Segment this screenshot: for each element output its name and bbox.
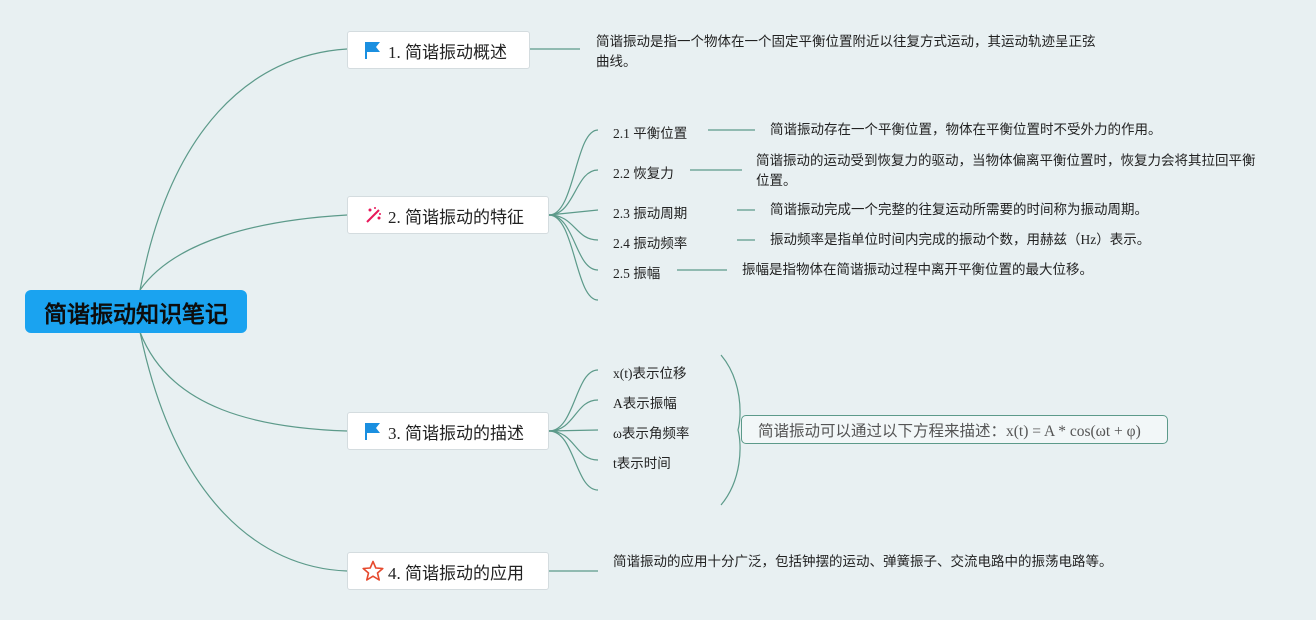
root-topic[interactable]: 简谐振动知识笔记 <box>25 290 247 333</box>
flag-icon <box>362 420 384 442</box>
subtopic-restoring-force[interactable]: 2.2 恢复力 <box>613 166 674 181</box>
subtopic-equilibrium-note: 简谐振动存在一个平衡位置，物体在平衡位置时不受外力的作用。 <box>770 122 1162 137</box>
root-topic-label: 简谐振动知识笔记 <box>44 301 228 328</box>
subtopic-amplitude-note: 振幅是指物体在简谐振动过程中离开平衡位置的最大位移。 <box>742 262 1093 277</box>
summary-formula[interactable]: 简谐振动可以通过以下方程来描述：x(t) = A * cos(ωt + φ) <box>741 415 1168 444</box>
sparkle-icon <box>362 204 384 226</box>
summary-brace <box>720 354 741 506</box>
topic-overview-note: 简谐振动是指一个物体在一个固定平衡位置附近以往复方式运动，其运动轨迹呈正弦曲线。 <box>596 34 1096 69</box>
topic-overview[interactable]: 1. 简谐振动概述 <box>347 31 530 69</box>
subtopic-angular-frequency[interactable]: ω表示角频率 <box>613 426 690 441</box>
subtopic-restoring-force-note: 简谐振动的运动受到恢复力的驱动，当物体偏离平衡位置时，恢复力会将其拉回平衡位置。 <box>756 153 1256 188</box>
subtopic-period-note: 简谐振动完成一个完整的往复运动所需要的时间称为振动周期。 <box>770 202 1148 217</box>
subtopic-period[interactable]: 2.3 振动周期 <box>613 206 688 221</box>
flag-icon <box>362 39 384 61</box>
subtopic-displacement[interactable]: x(t)表示位移 <box>613 366 687 381</box>
subtopic-amplitude-symbol[interactable]: A表示振幅 <box>613 396 677 411</box>
topic-label: 2. 简谐振动的特征 <box>388 207 524 227</box>
subtopic-frequency[interactable]: 2.4 振动频率 <box>613 236 688 251</box>
topic-applications[interactable]: 4. 简谐振动的应用 <box>347 552 549 590</box>
subtopic-equilibrium[interactable]: 2.1 平衡位置 <box>613 126 688 141</box>
topic-label: 1. 简谐振动概述 <box>388 42 507 62</box>
topic-features[interactable]: 2. 简谐振动的特征 <box>347 196 549 234</box>
summary-formula-text: 简谐振动可以通过以下方程来描述：x(t) = A * cos(ωt + φ) <box>758 422 1141 440</box>
topic-label: 3. 简谐振动的描述 <box>388 423 524 443</box>
topic-applications-note: 简谐振动的应用十分广泛，包括钟摆的运动、弹簧振子、交流电路中的振荡电路等。 <box>613 554 1113 569</box>
link-root-topic2 <box>139 214 348 291</box>
link-root-topic3 <box>139 331 348 432</box>
subtopic-amplitude[interactable]: 2.5 振幅 <box>613 266 661 281</box>
topic-description[interactable]: 3. 简谐振动的描述 <box>347 412 549 450</box>
subtopic-time[interactable]: t表示时间 <box>613 456 671 471</box>
link-root-topic1 <box>139 48 348 291</box>
topic-label: 4. 简谐振动的应用 <box>388 563 524 583</box>
subtopic-frequency-note: 振动频率是指单位时间内完成的振动个数，用赫兹（Hz）表示。 <box>770 232 1151 247</box>
star-icon <box>362 560 384 582</box>
link-root-topic4 <box>139 331 348 572</box>
